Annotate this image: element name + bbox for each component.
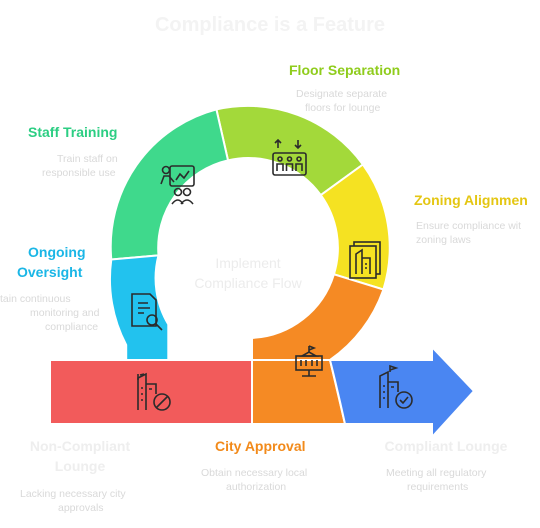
bar-non-compliant [49, 359, 253, 425]
city-approval-desc-2: authorization [226, 481, 287, 493]
center-label-1: Implement [215, 255, 281, 271]
elevator-floors-icon [272, 138, 307, 176]
floor-separation-desc-1: Designate separate [296, 88, 388, 100]
city-approval-label: City Approval [215, 438, 306, 454]
center-label-2: Compliance Flow [194, 275, 302, 291]
staff-training-label: Staff Training [28, 124, 118, 140]
segment-city-approval [251, 273, 385, 361]
floor-separation-desc-2: floors for lounge [305, 102, 381, 114]
building-approved-icon [379, 364, 413, 409]
ongoing-oversight-label-1: Ongoing [28, 244, 86, 260]
floor-separation-label: Floor Separation [289, 62, 401, 78]
zoning-alignment-desc-1: Ensure compliance wit [416, 220, 522, 232]
people-presentation-icon [160, 165, 195, 205]
staff-training-desc-2: responsible use [42, 167, 116, 179]
report-search-icon [131, 293, 163, 331]
compliant-lounge-desc-2: requirements [407, 481, 469, 493]
staff-training-desc-1: Train staff on [57, 153, 118, 165]
non-compliant-desc-2: approvals [58, 502, 104, 514]
zoning-alignment-desc-2: zoning laws [416, 234, 471, 246]
non-compliant-label-2: Lounge [54, 458, 106, 474]
ongoing-oversight-label-2: Oversight [17, 264, 83, 280]
compliant-lounge-desc-1: Meeting all regulatory [386, 467, 487, 479]
ongoing-oversight-desc-3: compliance [45, 321, 99, 333]
city-hall-icon [295, 345, 323, 377]
city-approval-desc-1: Obtain necessary local [201, 467, 308, 479]
zoning-alignment-label: Zoning Alignmen [414, 192, 528, 208]
non-compliant-label-1: Non-Compliant [29, 438, 131, 454]
compliant-lounge-label: Compliant Lounge [384, 438, 508, 454]
non-compliant-desc-1: Lacking necessary city [20, 488, 126, 500]
ongoing-oversight-desc-1: tain continuous [0, 293, 71, 305]
diagram-title: Compliance is a Feature [154, 14, 386, 36]
ongoing-oversight-desc-2: monitoring and [30, 307, 100, 319]
building-permit-icon [349, 241, 381, 279]
building-blocked-icon [137, 372, 171, 411]
